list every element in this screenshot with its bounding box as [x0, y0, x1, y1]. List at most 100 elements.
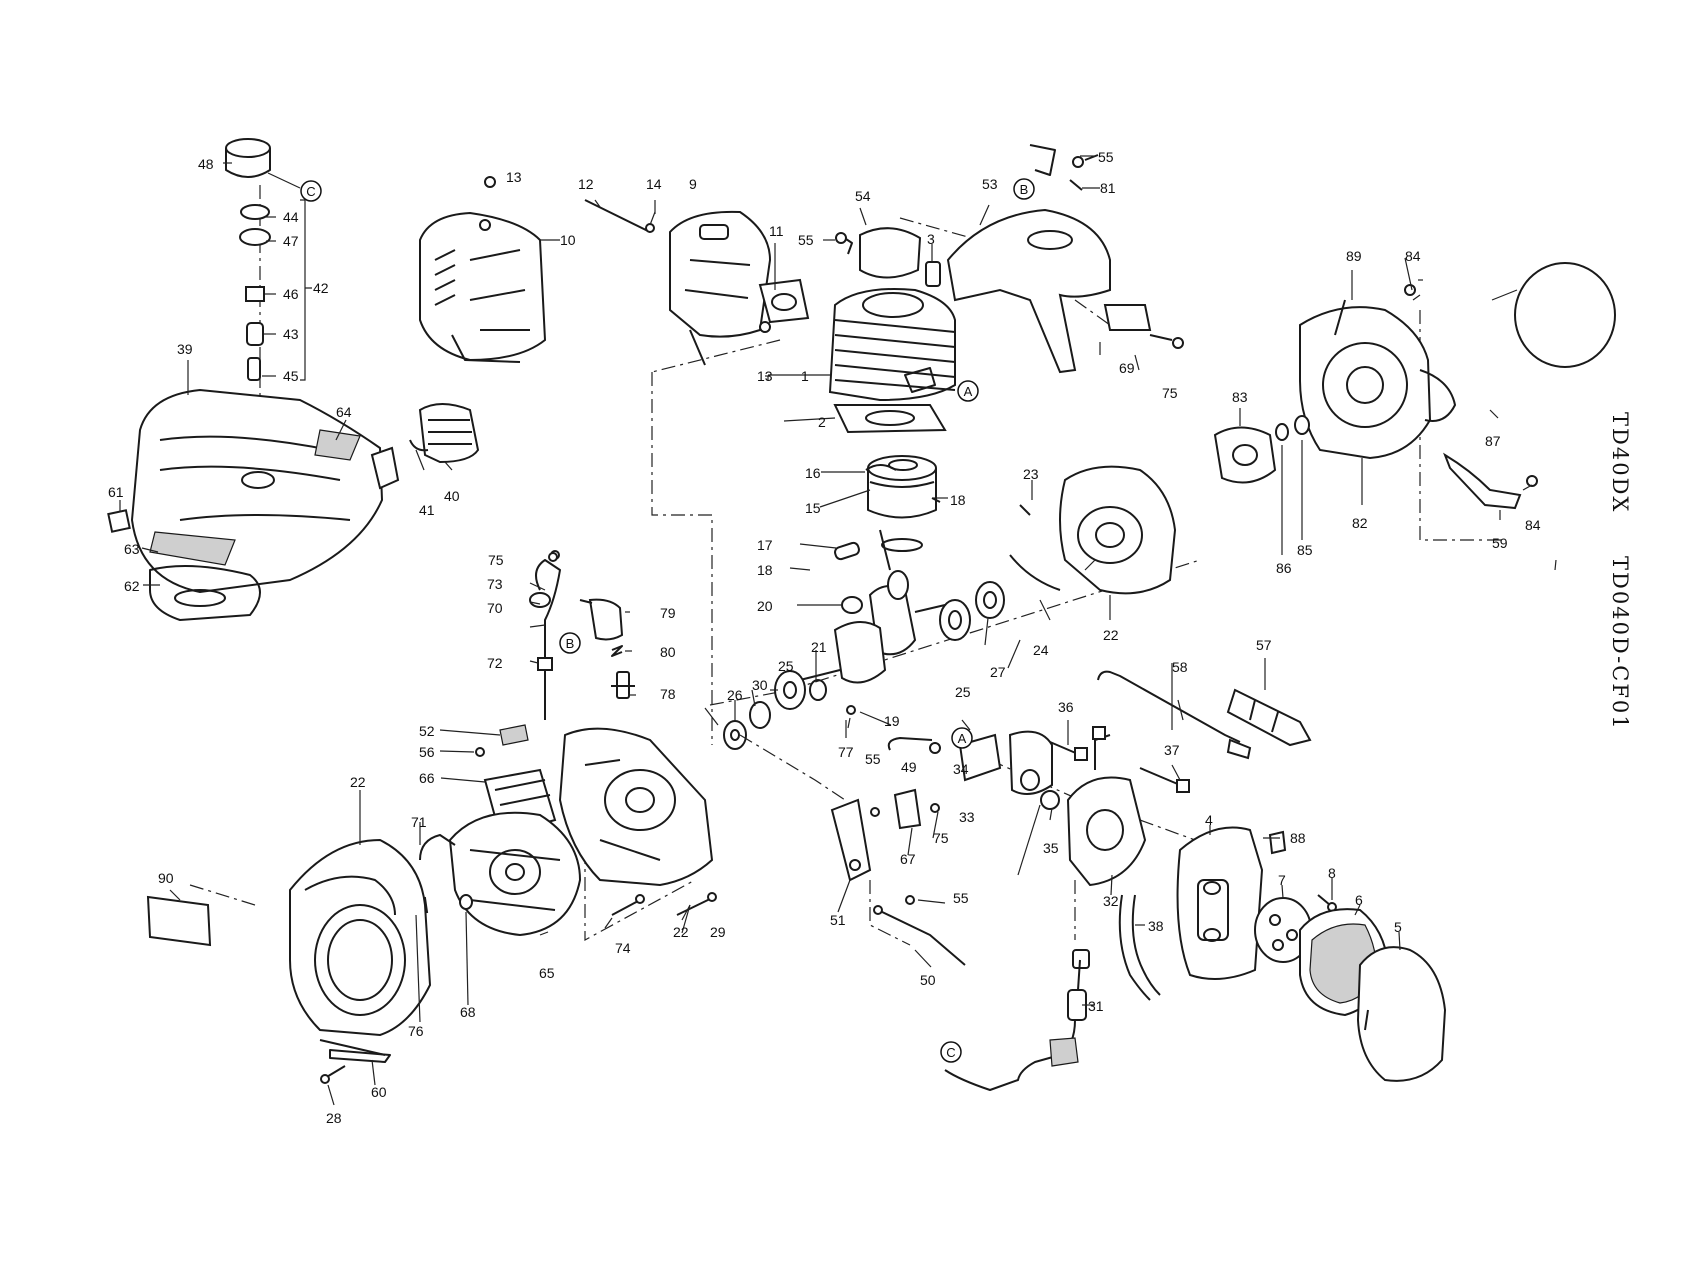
callout: 73 [487, 576, 503, 592]
callout: 25 [778, 658, 794, 674]
callout: 28 [326, 1110, 342, 1126]
callout: 60 [371, 1084, 387, 1100]
ref-marker-b-lead: B [559, 632, 581, 654]
callout: 76 [408, 1023, 424, 1039]
callout: 6 [1355, 892, 1363, 908]
callout: 55 [1098, 149, 1114, 165]
callout: 86 [1276, 560, 1292, 576]
callout: 12 [578, 176, 594, 192]
callout: 77 [838, 744, 854, 760]
svg-text:C: C [306, 184, 315, 199]
callout: 53 [982, 176, 998, 192]
callout: 48 [198, 156, 214, 172]
callout: 57 [1256, 637, 1272, 653]
callout: 88 [1290, 830, 1306, 846]
callout: 45 [283, 368, 299, 384]
callout: 38 [1148, 918, 1164, 934]
callout: 5 [1394, 919, 1402, 935]
callout: 64 [336, 404, 352, 420]
callout: 78 [660, 686, 676, 702]
callout: 30 [752, 677, 768, 693]
callout: 7 [1278, 872, 1286, 888]
callout: 16 [805, 465, 821, 481]
callout: 20 [757, 598, 773, 614]
callout: 37 [1164, 742, 1180, 758]
callout: 43 [283, 326, 299, 342]
callout: 63 [124, 541, 140, 557]
callout: 72 [487, 655, 503, 671]
callout: 70 [487, 600, 503, 616]
ref-marker-a-cylinder: A [957, 380, 979, 402]
callout: 55 [865, 751, 881, 767]
callout: 10 [560, 232, 576, 248]
callout: 75 [488, 552, 504, 568]
callout: 50 [920, 972, 936, 988]
callout: 84 [1525, 517, 1541, 533]
callout: 66 [419, 770, 435, 786]
callout: 31 [1088, 998, 1104, 1014]
svg-text:B: B [1020, 182, 1029, 197]
callout: 56 [419, 744, 435, 760]
svg-text:B: B [566, 636, 575, 651]
callout: 41 [419, 502, 435, 518]
callout: 21 [811, 639, 827, 655]
callout: 24 [1033, 642, 1049, 658]
callout: 9 [689, 176, 697, 192]
callout: 18 [757, 562, 773, 578]
callout: 82 [1352, 515, 1368, 531]
callout: 23 [1023, 466, 1039, 482]
callout: 79 [660, 605, 676, 621]
callout: 3 [927, 231, 935, 247]
callout: 22 [1103, 627, 1119, 643]
callout: 14 [646, 176, 662, 192]
callout: 83 [1232, 389, 1248, 405]
callout: 59 [1492, 535, 1508, 551]
callout: 58 [1172, 659, 1188, 675]
callout: 69 [1119, 360, 1135, 376]
svg-text:C: C [946, 1045, 955, 1060]
callout: 4 [1205, 812, 1213, 828]
callout: 71 [411, 814, 427, 830]
part-callouts: 1 2 3 4 5 6 7 8 9 10 11 12 13 13 14 15 1… [108, 149, 1541, 1126]
callout: 55 [798, 232, 814, 248]
callout: 46 [283, 286, 299, 302]
callout: 25 [955, 684, 971, 700]
callout: 54 [855, 188, 871, 204]
ref-marker-b-cover: B [1013, 178, 1035, 200]
model-number-primary: TD40DX [1608, 412, 1632, 514]
callout: 51 [830, 912, 846, 928]
model-number-secondary: TD040D-CF01 [1608, 556, 1632, 731]
callout: 85 [1297, 542, 1313, 558]
callout: 1 [801, 368, 809, 384]
callout: 35 [1043, 840, 1059, 856]
callout: 42 [313, 280, 329, 296]
callout: 26 [727, 687, 743, 703]
callout: 19 [884, 713, 900, 729]
callout: 18 [950, 492, 966, 508]
callout: 65 [539, 965, 555, 981]
callout: 29 [710, 924, 726, 940]
callout: 2 [818, 414, 826, 430]
callout: 27 [990, 664, 1006, 680]
callout: 68 [460, 1004, 476, 1020]
callout: 55 [953, 890, 969, 906]
callout: 62 [124, 578, 140, 594]
callout: 8 [1328, 865, 1336, 881]
callout: 22 [350, 774, 366, 790]
callout: 17 [757, 537, 773, 553]
svg-text:A: A [958, 731, 967, 746]
callout: 32 [1103, 893, 1119, 909]
callout: 47 [283, 233, 299, 249]
reference-markers: A A B B C C [300, 178, 1035, 1063]
callout: 80 [660, 644, 676, 660]
callout: 22 [673, 924, 689, 940]
callout: 13 [506, 169, 522, 185]
callout: 40 [444, 488, 460, 504]
leader-lines [119, 155, 1557, 1106]
ref-marker-c-cap: C [300, 180, 322, 202]
callout: 90 [158, 870, 174, 886]
callout: 84 [1405, 248, 1421, 264]
callout: 34 [953, 761, 969, 777]
callout: 15 [805, 500, 821, 516]
